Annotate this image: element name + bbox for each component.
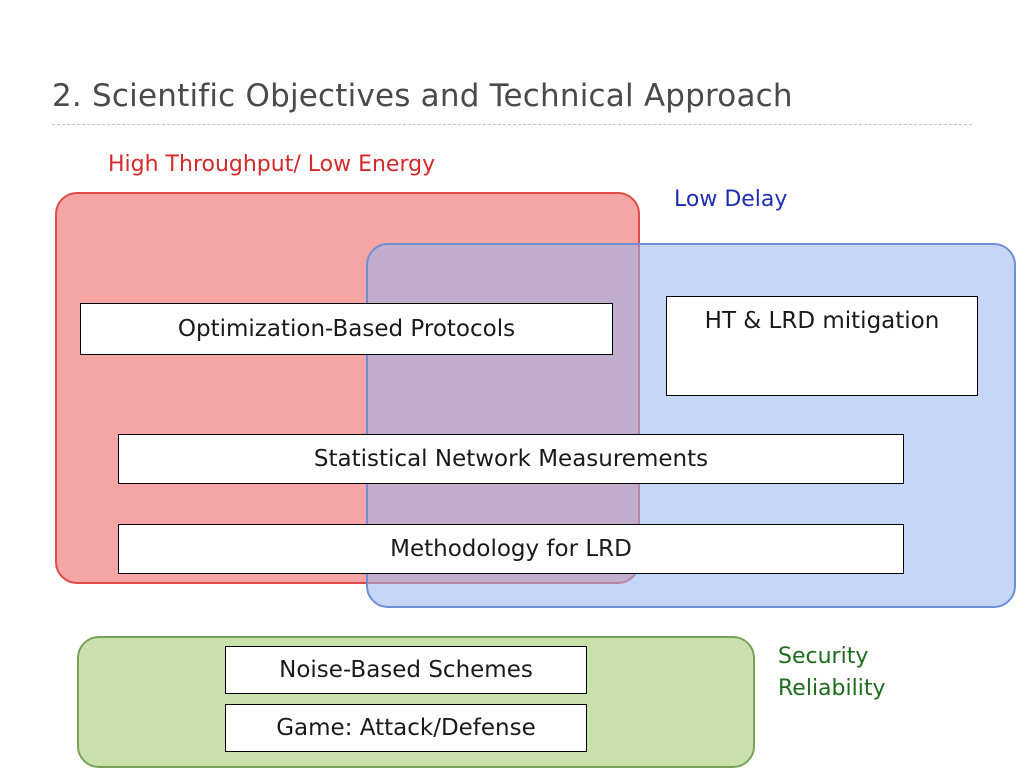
box-statistical-network-measurements: Statistical Network Measurements	[118, 434, 904, 484]
region-label-reliability: Reliability	[778, 676, 886, 701]
title-divider	[52, 124, 972, 125]
box-game-attack-defense: Game: Attack/Defense	[225, 704, 587, 752]
page-title: 2. Scientific Objectives and Technical A…	[52, 78, 793, 114]
box-noise-based-schemes: Noise-Based Schemes	[225, 646, 587, 694]
region-label-low-delay: Low Delay	[674, 187, 788, 212]
region-label-security: Security	[778, 644, 869, 669]
box-methodology-for-lrd: Methodology for LRD	[118, 524, 904, 574]
box-optimization-based-protocols: Optimization-Based Protocols	[80, 303, 613, 355]
box-ht-lrd-mitigation: HT & LRD mitigation	[666, 296, 978, 396]
region-label-security-reliability: Security Reliability	[778, 641, 886, 705]
region-label-high-throughput-low-energy: High Throughput/ Low Energy	[108, 152, 436, 177]
